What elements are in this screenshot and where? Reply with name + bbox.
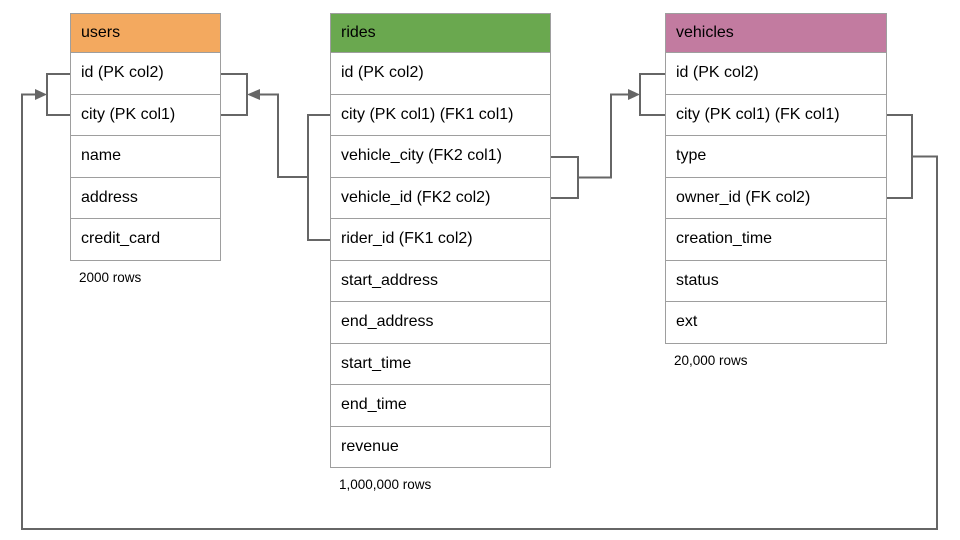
table-users-column-address: address bbox=[70, 177, 221, 219]
table-rides-column-end-time: end_time bbox=[330, 385, 551, 427]
users-left-bracket bbox=[46, 73, 70, 116]
table-rides-column-id: id (PK col2) bbox=[330, 53, 551, 95]
fk2-rides-to-vehicles-connector bbox=[551, 73, 665, 199]
table-rides-column-vehicle-city: vehicle_city (FK2 col1) bbox=[330, 136, 551, 178]
table-rides-column-rider-id: rider_id (FK1 col2) bbox=[330, 219, 551, 261]
table-rides-header: rides bbox=[330, 13, 551, 53]
table-rides-column-start-address: start_address bbox=[330, 260, 551, 302]
rides-left-bracket bbox=[307, 114, 330, 241]
table-vehicles-column-status: status bbox=[665, 260, 887, 302]
table-vehicles: vehicles id (PK col2) city (PK col1) (FK… bbox=[665, 13, 887, 368]
table-vehicles-column-ext: ext bbox=[665, 302, 887, 344]
fk2-arrowhead-icon bbox=[628, 89, 640, 100]
fk2-shaft bbox=[578, 93, 629, 179]
table-users-header: users bbox=[70, 13, 221, 53]
fk1-rides-to-users-connector bbox=[221, 73, 330, 241]
table-users: users id (PK col2) city (PK col1) name a… bbox=[70, 13, 221, 285]
table-vehicles-column-owner-id: owner_id (FK col2) bbox=[665, 177, 887, 219]
fk1-arrowhead-icon bbox=[247, 89, 260, 100]
table-users-column-city: city (PK col1) bbox=[70, 94, 221, 136]
table-users-row-count: 2000 rows bbox=[79, 269, 142, 285]
table-rides-row-count: 1,000,000 rows bbox=[339, 477, 432, 492]
fk1-shaft bbox=[259, 93, 308, 178]
table-vehicles-column-type: type bbox=[665, 136, 887, 178]
table-rides-column-start-time: start_time bbox=[330, 343, 551, 385]
vehicles-left-bracket bbox=[639, 73, 665, 116]
table-vehicles-row-count: 20,000 rows bbox=[674, 352, 748, 368]
table-users-column-credit-card: credit_card bbox=[70, 219, 221, 261]
rides-right-bracket bbox=[551, 156, 579, 199]
table-rides-column-end-address: end_address bbox=[330, 302, 551, 344]
table-rides-column-vehicle-id: vehicle_id (FK2 col2) bbox=[330, 177, 551, 219]
table-vehicles-header: vehicles bbox=[665, 13, 887, 53]
table-vehicles-column-creation-time: creation_time bbox=[665, 219, 887, 261]
vehicles-right-bracket bbox=[887, 114, 913, 199]
users-right-bracket bbox=[221, 73, 248, 116]
table-vehicles-column-city: city (PK col1) (FK col1) bbox=[665, 94, 887, 136]
table-vehicles-column-id: id (PK col2) bbox=[665, 53, 887, 95]
table-rides: rides id (PK col2) city (PK col1) (FK1 c… bbox=[330, 13, 551, 492]
table-users-column-name: name bbox=[70, 136, 221, 178]
table-users-column-id: id (PK col2) bbox=[70, 53, 221, 95]
table-rides-column-revenue: revenue bbox=[330, 426, 551, 468]
fk-arrowhead-icon bbox=[35, 89, 47, 100]
table-rides-column-city: city (PK col1) (FK1 col1) bbox=[330, 94, 551, 136]
